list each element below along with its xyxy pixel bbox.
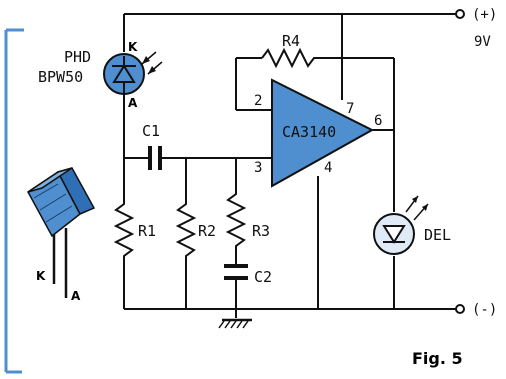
r3-label: R3 <box>252 222 270 240</box>
capacitor-c2 <box>224 264 248 309</box>
led-icon <box>373 195 429 255</box>
package-pin-a-label: A <box>71 289 81 303</box>
photodiode-name-label: PHD <box>64 48 91 66</box>
bottom-rail: (-) <box>124 302 497 318</box>
plus-terminal <box>455 9 465 19</box>
photodiode-package-icon: K A <box>27 167 96 303</box>
supply-plus-label: (+) <box>472 7 497 23</box>
resistor-r2 <box>175 158 197 309</box>
photodiode-k-label: K <box>128 40 138 54</box>
pin-3-label: 3 <box>254 160 262 176</box>
led-label: DEL <box>424 226 451 244</box>
capacitor-c1 <box>124 146 236 170</box>
photodiode-a-label: A <box>128 96 138 110</box>
package-pin-k-label: K <box>36 269 46 283</box>
pin-7-label: 7 <box>346 101 354 117</box>
photodiode-icon <box>103 14 163 196</box>
ground-icon <box>218 309 252 329</box>
r2-label: R2 <box>198 222 216 240</box>
minus-terminal <box>455 304 465 314</box>
opamp-wiring <box>235 14 395 309</box>
c1-label: C1 <box>142 122 160 140</box>
opamp-label: CA3140 <box>282 123 336 141</box>
opamp-triangle-icon <box>271 78 375 188</box>
r4-label: R4 <box>282 32 300 50</box>
pin-6-label: 6 <box>374 113 382 129</box>
resistor-r1 <box>113 196 135 309</box>
c2-label: C2 <box>254 268 272 286</box>
supply-voltage-label: 9V <box>474 34 491 50</box>
pin-4-label: 4 <box>324 160 332 176</box>
top-rail: (+) 9V <box>124 7 497 50</box>
pin-2-label: 2 <box>254 93 262 109</box>
figure-caption: Fig. 5 <box>412 349 463 368</box>
r1-label: R1 <box>138 222 156 240</box>
side-panel <box>4 28 24 374</box>
supply-minus-label: (-) <box>472 302 497 318</box>
photodiode-part-label: BPW50 <box>38 68 83 86</box>
resistor-r3 <box>225 158 247 264</box>
